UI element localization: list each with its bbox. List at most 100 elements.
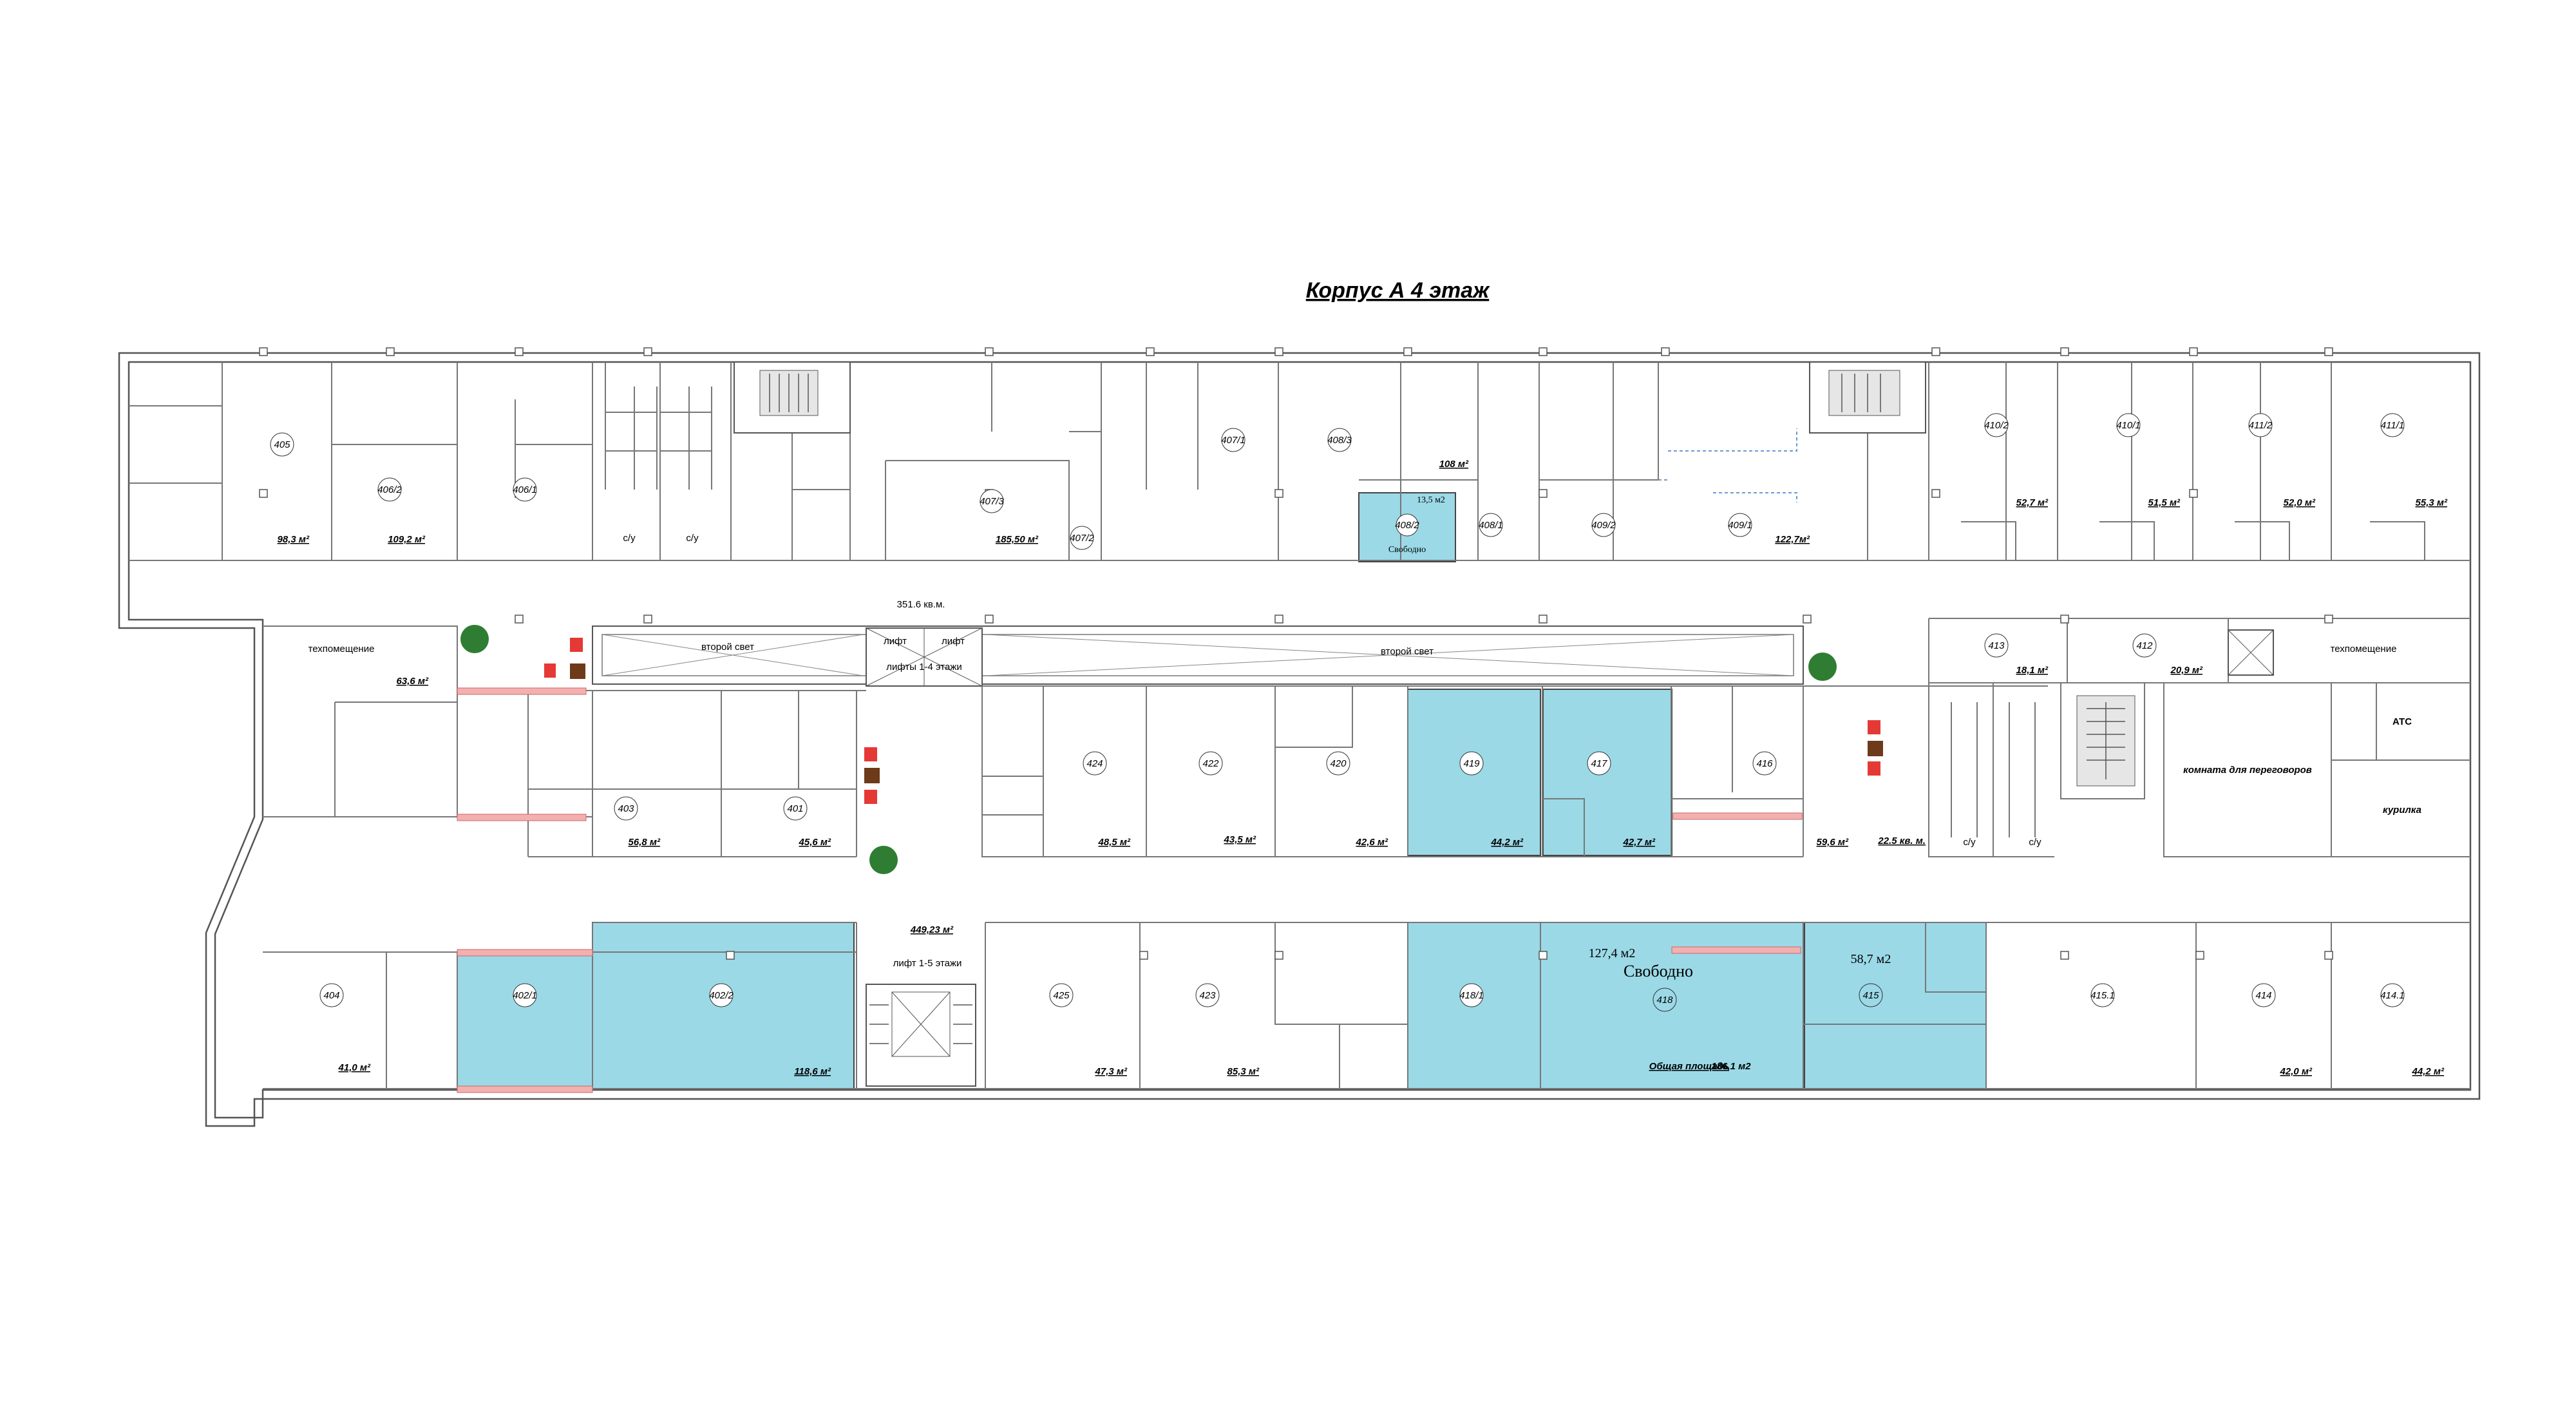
ats-label: АТС [2392, 716, 2412, 727]
room-422-area: 43,5 м² [1224, 834, 1256, 845]
lift-b-label: лифт [942, 636, 965, 647]
room-413-area: 18,1 м² [2016, 665, 2049, 676]
room-417-number: 417 [1591, 758, 1607, 769]
room-408-1-number: 408/1 [1479, 520, 1503, 531]
room-403-number: 403 [618, 803, 634, 814]
room-414-number: 414 [2255, 990, 2271, 1001]
room-416-area: 59,6 м² [1817, 837, 1849, 848]
atrium [592, 625, 1804, 687]
room-410-2-number: 410/2 [1984, 420, 2009, 431]
tech-room-1-name: техпомещение [308, 644, 375, 654]
room-408-2-area: 13,5 м2 [1417, 495, 1445, 505]
room-407-2-number: 407/2 [1070, 533, 1094, 544]
room-402-2-area: 118,6 м² [794, 1066, 831, 1077]
fire-hydrant-icon [570, 663, 585, 679]
plant-icon [869, 846, 898, 874]
room-423-number: 423 [1199, 990, 1216, 1001]
room-108-area: 108 м² [1439, 459, 1469, 470]
room-404-number: 404 [323, 990, 339, 1001]
room-405-number: 405 [274, 439, 290, 450]
right-middle-walls [1928, 618, 2470, 857]
room-408-3-number: 408/3 [1327, 435, 1352, 446]
room-420-number: 420 [1330, 758, 1347, 769]
room-415-1-number: 415.1 [2090, 990, 2115, 1001]
fire-equipment [544, 638, 1883, 804]
room-404-area: 41,0 м² [338, 1062, 371, 1073]
second-light-1: второй свет [701, 642, 754, 653]
room-406-1-number: 406/1 [513, 484, 537, 495]
plants [460, 625, 1837, 874]
building-outline-inner [128, 361, 2472, 1119]
fire-hydrant-icon [1868, 741, 1883, 756]
wc-4-label: с/у [2029, 837, 2041, 848]
plan-title: Корпус А 4 этаж [1306, 278, 1490, 303]
corridor-area-449: 449,23 м² [910, 924, 954, 935]
fire-extinguisher-icon [1868, 761, 1880, 776]
room-415-number: 415 [1862, 990, 1879, 1001]
room-413-number: 413 [1988, 640, 2005, 651]
room-406-2-area: 109,2 м² [388, 534, 426, 545]
top-row-walls [129, 362, 2470, 561]
room-401-area: 45,6 м² [799, 837, 831, 848]
room-418-number: 418 [1656, 995, 1673, 1006]
room-410-1-number: 410/1 [2116, 420, 2141, 431]
room-401-number: 401 [787, 803, 803, 814]
smoking-room-label: курилка [2383, 805, 2421, 816]
lifts-1-4-label: лифты 1-4 этажи [886, 662, 962, 673]
lift-1-5-label: лифт 1-5 этажи [893, 958, 962, 969]
room-411-2-number: 411/2 [2249, 420, 2273, 431]
room-414-1-area: 44,2 м² [2412, 1066, 2445, 1077]
room-418-status: Свободно [1624, 962, 1693, 980]
tech-room-1-area: 63,6 м² [397, 676, 429, 687]
room-408-2-number: 408/2 [1395, 520, 1419, 531]
fire-extinguisher-icon [1868, 720, 1880, 734]
room-410-2-area: 52,7 м² [2016, 497, 2049, 508]
wc-1-label: с/у [623, 533, 636, 544]
room-408-2-status: Свободно [1388, 545, 1426, 555]
fire-extinguisher-icon [544, 663, 556, 678]
wc-3-label: с/у [1963, 837, 1976, 848]
fire-extinguisher-icon [864, 747, 877, 761]
bottom-row-walls [263, 922, 2470, 1089]
stairwell-top-right [1809, 361, 1926, 434]
room-407-3-number: 407/3 [980, 496, 1004, 507]
room-409-1-area: 122,7м² [1775, 534, 1810, 545]
glass-partitions [457, 687, 1803, 1093]
room-402-1-free[interactable] [457, 951, 593, 1089]
room-417-area: 42,7 м² [1623, 837, 1656, 848]
room-420-area: 42,6 м² [1356, 837, 1388, 848]
fire-extinguisher-icon [570, 638, 583, 652]
room-418-1-number: 418/1 [1459, 990, 1484, 1001]
room-410-1-area: 51,5 м² [2148, 497, 2181, 508]
room-417-free[interactable] [1542, 689, 1672, 856]
wc-stalls-top [605, 362, 712, 490]
room-423-area: 85,3 м² [1227, 1066, 1260, 1077]
room-406-2-number: 406/2 [377, 484, 402, 495]
room-418-area: 127,4 м2 [1589, 946, 1636, 960]
room-407-1-number: 407/1 [1221, 435, 1245, 446]
fire-hydrant-icon [864, 768, 880, 783]
room-411-1-area: 55,3 м² [2416, 497, 2448, 508]
room-415-area: 58,7 м2 [1851, 952, 1891, 966]
room-402-1-number: 402/1 [513, 990, 537, 1001]
plant-icon [1808, 653, 1837, 681]
room-414-1-number: 414.1 [2380, 990, 2405, 1001]
building-outline [118, 352, 2481, 1127]
room-422-number: 422 [1202, 758, 1219, 769]
room-409-2-number: 409/2 [1591, 520, 1616, 531]
room-415-free[interactable] [1804, 922, 1987, 1089]
room-411-2-area: 52,0 м² [2284, 497, 2316, 508]
room-402-2-number: 402/2 [709, 990, 734, 1001]
tech-room-2-name: техпомещение [2331, 644, 2397, 654]
wc-2-label: с/у [686, 533, 699, 544]
stairwell-top-left [734, 361, 851, 434]
room-412-area: 20,9 м² [2170, 665, 2203, 676]
plant-icon [460, 625, 489, 653]
room-411-1-number: 411/1 [2381, 420, 2404, 431]
corridor-area-351: 351.6 кв.м. [897, 599, 945, 610]
room-419-area: 44,2 м² [1491, 837, 1524, 848]
fire-extinguisher-icon [864, 790, 877, 804]
room-418-total-value: 186,1 м2 [1711, 1061, 1751, 1072]
room-405-area: 98,3 м² [278, 534, 310, 545]
room-418-total-label: Общая площадь [1649, 1061, 1729, 1072]
